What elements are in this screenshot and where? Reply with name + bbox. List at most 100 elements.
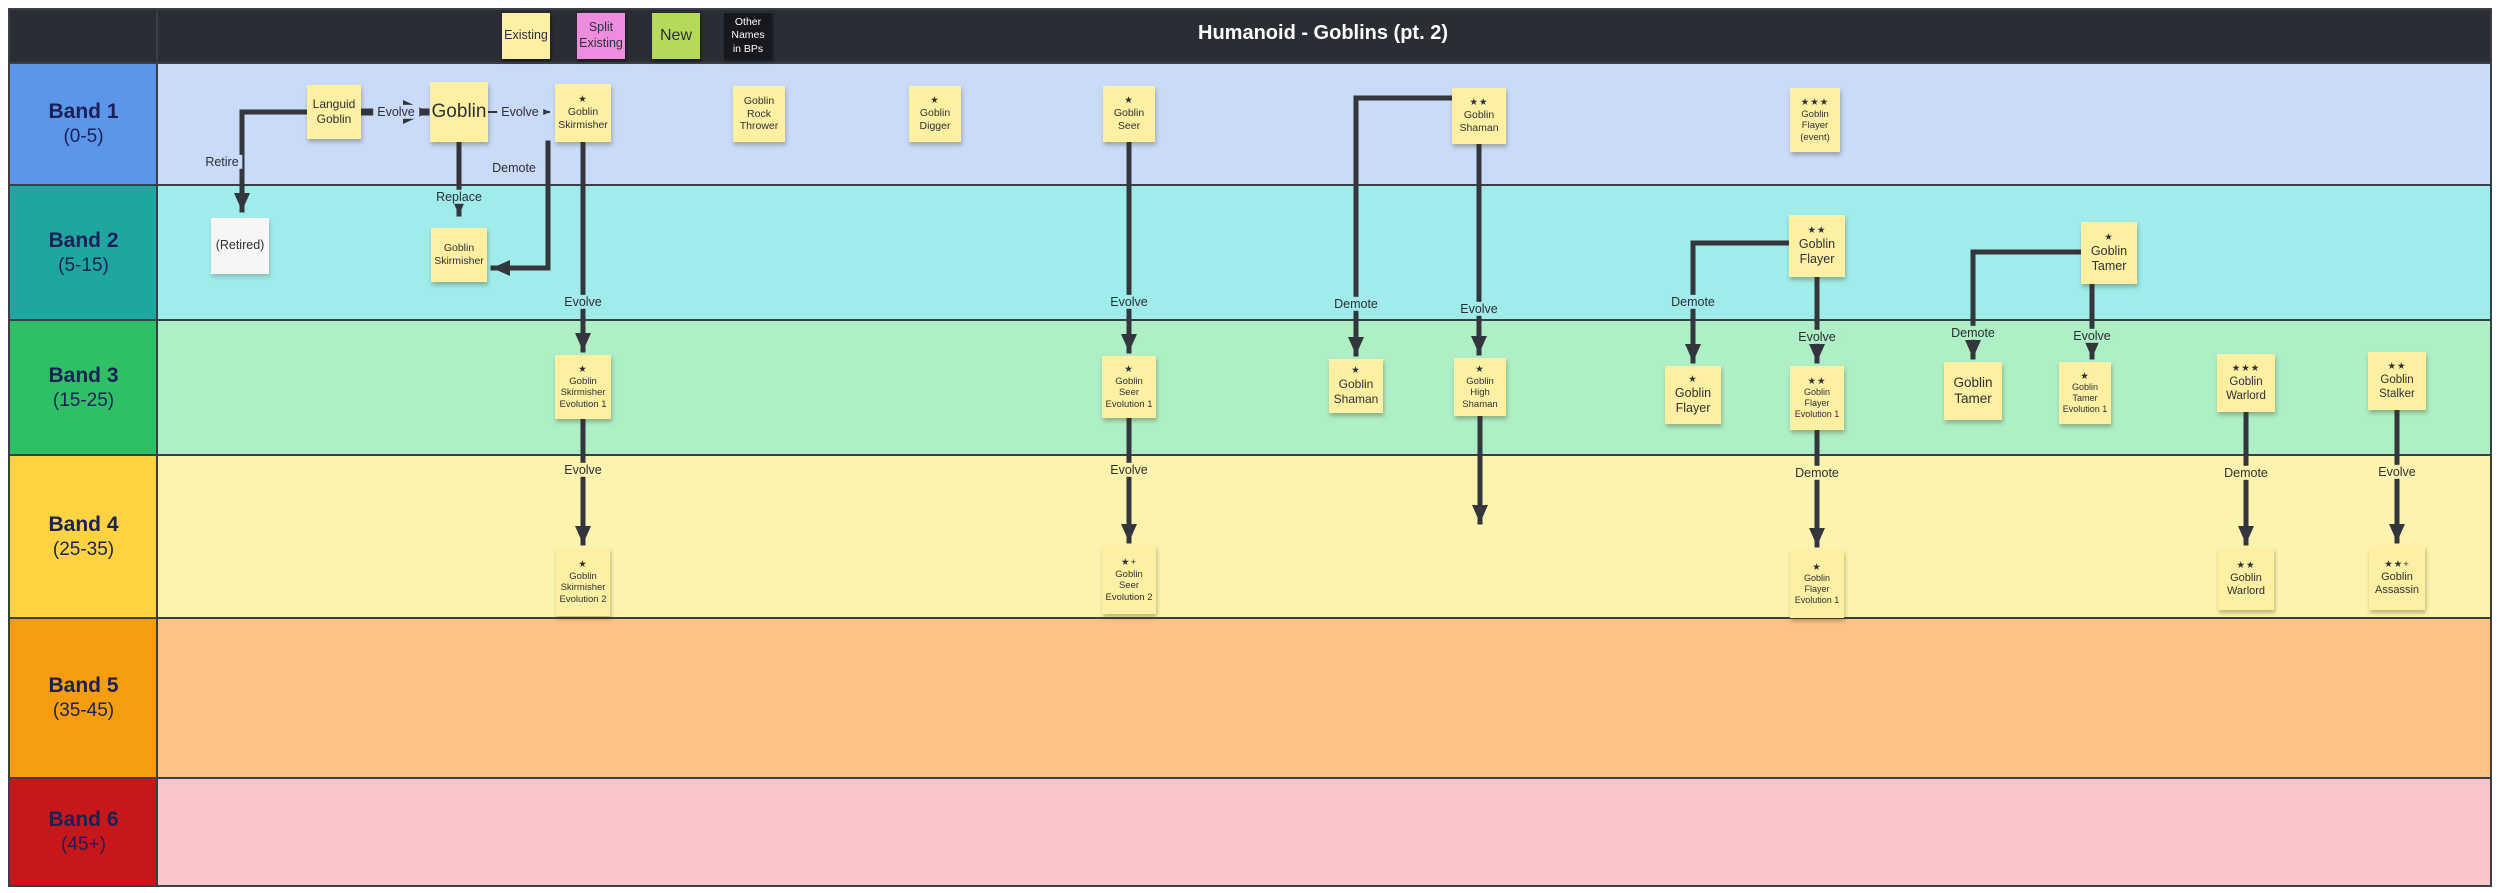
connector-label-demote-tamer[interactable]: Demote — [1947, 325, 1999, 341]
legend-new[interactable]: New — [652, 13, 700, 59]
note-text-line: Stalker — [2379, 387, 2415, 400]
note-text-line: Thrower — [739, 120, 779, 133]
note-text-line: Assassin — [2374, 583, 2420, 596]
note-text-line: Goblin — [1953, 374, 1993, 390]
connector-label-evolve-seer-evo2[interactable]: Evolve — [1106, 462, 1152, 478]
sticky-note-goblin[interactable]: Goblin — [430, 82, 488, 142]
note-text-line: Goblin — [2071, 382, 2098, 393]
star-rating: ★★ — [1469, 97, 1489, 109]
note-text-line: Shaman — [1333, 391, 1379, 406]
connector-label-evolve-tamer[interactable]: Evolve — [2069, 328, 2115, 344]
note-text-line: Flayer — [1804, 584, 1830, 595]
connector-demote-tamer[interactable] — [1965, 249, 2084, 360]
connector-label-demote-shaman[interactable]: Demote — [1330, 296, 1382, 312]
connector-label-evolve-skirmisher-down[interactable]: Evolve — [560, 294, 606, 310]
note-text-line: Goblin — [2380, 373, 2414, 386]
star-rating: ★ — [578, 558, 588, 570]
connector-label-retire-languid[interactable]: Retire — [201, 154, 243, 170]
star-rating: ★ — [578, 363, 588, 375]
star-rating: ★★★ — [1800, 96, 1830, 108]
note-text-line: Goblin — [1674, 385, 1712, 400]
band-separator — [8, 617, 2492, 619]
star-rating: ★ — [1124, 95, 1134, 107]
legend-existing[interactable]: Existing — [502, 13, 550, 59]
connector-demote-shaman[interactable] — [1348, 95, 1455, 357]
band-name: Band 4 — [48, 512, 119, 536]
note-text-line: Evolution 1 — [559, 398, 607, 410]
band-range: (5-15) — [58, 254, 109, 276]
star-rating: ★ — [1351, 365, 1361, 377]
connector-label-demote-flayer-evo1[interactable]: Demote — [1791, 465, 1843, 481]
connector-label-demote-skirmisher[interactable]: Demote — [488, 160, 540, 176]
band-separator — [8, 454, 2492, 456]
star-rating: ★★★ — [2231, 363, 2261, 375]
connector-label-evolve-shaman[interactable]: Evolve — [1456, 301, 1502, 317]
band-range: (0-5) — [63, 126, 104, 148]
connector-label-evolve-goblin-skirmisher[interactable]: Evolve — [497, 104, 543, 120]
note-text-line: Goblin — [2230, 571, 2262, 584]
connector-label-evolve-languid-goblin[interactable]: Evolve — [373, 104, 419, 120]
board-title: Humanoid - Goblins (pt. 2) — [1198, 22, 1448, 44]
connector-label-evolve-seer-down[interactable]: Evolve — [1106, 294, 1152, 310]
connector-demote-flayer[interactable] — [1685, 240, 1792, 364]
band-label-text-2: Band 2(5-15) — [10, 185, 157, 320]
note-text-line: Goblin — [569, 375, 597, 387]
connector-retire-languid[interactable] — [234, 109, 310, 213]
note-text-line: Flayer — [1799, 251, 1835, 266]
connector-label-evolve-stalker[interactable]: Evolve — [2374, 464, 2420, 480]
connector-label-evolve-flayer[interactable]: Evolve — [1794, 329, 1840, 345]
star-rating: ★ — [578, 94, 588, 106]
connector-label-demote-flayer[interactable]: Demote — [1667, 294, 1719, 310]
note-text-line: Goblin — [567, 106, 599, 119]
band-label-cell-3 — [10, 320, 157, 455]
sticky-note-retired[interactable]: (Retired) — [211, 218, 269, 274]
star-rating: ★★ — [2236, 559, 2256, 571]
star-rating: ★★ — [1807, 224, 1827, 236]
band-range: (15-25) — [52, 389, 115, 411]
note-text-line: Flayer — [1675, 400, 1711, 415]
label-column-divider — [156, 8, 158, 887]
band-separator — [8, 319, 2492, 321]
band-separator — [8, 184, 2492, 186]
note-text-line: Tamer — [1954, 391, 1992, 406]
note-text-line: Tamer — [2091, 258, 2127, 273]
note-text-line: Skirmisher — [434, 255, 484, 267]
legend-label: Existing — [504, 28, 548, 43]
note-text-line: Seer — [1118, 387, 1140, 399]
note-text-line: Shaman — [1459, 121, 1499, 134]
connector-label-demote-warlord[interactable]: Demote — [2220, 465, 2272, 481]
connector-label-replace-goblin[interactable]: Replace — [432, 189, 486, 205]
connector-label-evolve-skirmisher-evo2[interactable]: Evolve — [560, 462, 606, 478]
note-text-line: Evolution 1 — [1105, 398, 1153, 410]
connector-demote-skirmisher[interactable] — [490, 140, 551, 276]
